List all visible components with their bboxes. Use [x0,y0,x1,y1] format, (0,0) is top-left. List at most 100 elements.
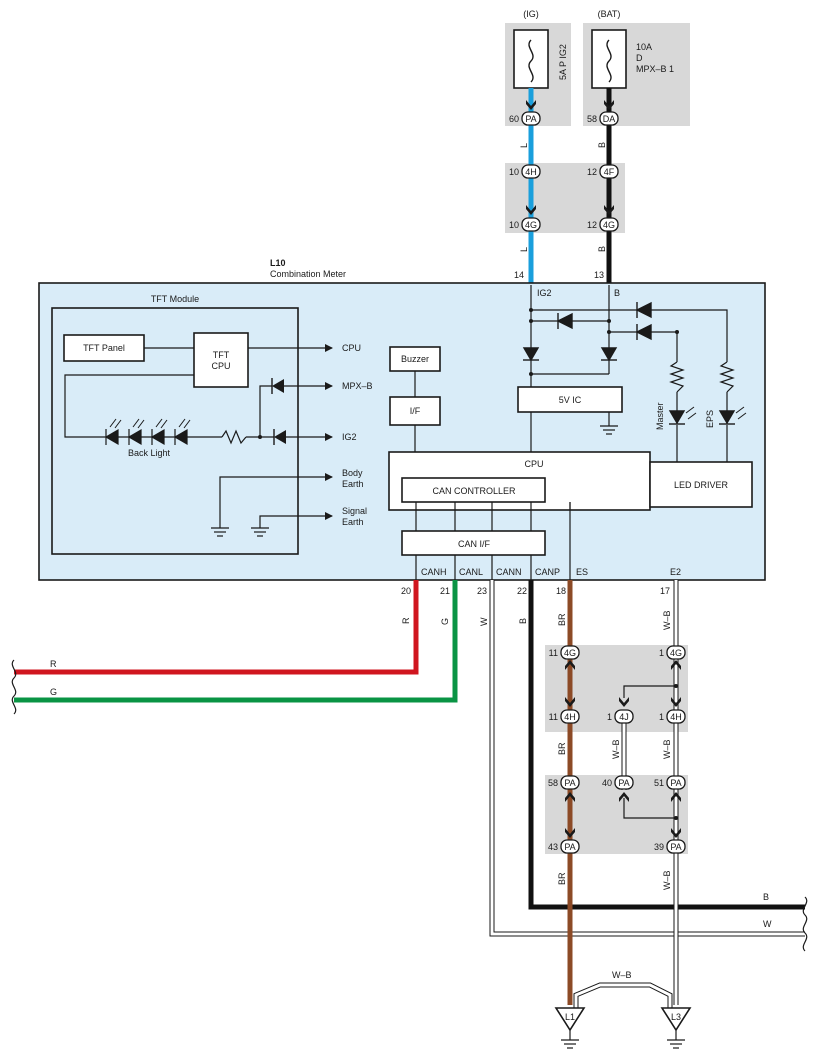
wire-color-label: W–B [662,610,672,630]
if-box [389,396,441,426]
power-input-circuit [530,285,728,462]
wire-b-lower [528,580,805,910]
wire-color-label: W [479,617,489,626]
wire-color-label: B [597,246,607,252]
led-icon [150,428,165,446]
ground-icon [667,1039,685,1049]
connector-4h [521,164,541,179]
connector-code: PA [564,842,575,852]
junction-dot [529,308,533,312]
connector-4h [666,709,686,724]
led-icon [104,428,119,446]
ground-icon [600,425,618,435]
can-controller-label: CAN CONTROLLER [432,486,516,496]
connector-code: 4F [604,167,615,177]
wire-color-label: BR [557,872,567,885]
ig-fuse-label: 5A P IG2 [558,44,568,80]
wire-color-label: W–B [612,970,632,980]
tft-panel-box [63,334,145,362]
tft-module-title: TFT Module [151,294,199,304]
terminal-es: ES [576,567,588,577]
pin-number: 58 [587,114,597,124]
pin-number: 39 [654,842,664,852]
pin-number: 21 [440,586,450,596]
buzzer-box [389,346,441,372]
pin-number: 11 [549,648,558,658]
tft-cpu-label-2: CPU [211,361,230,371]
ic-5v-box [517,386,623,413]
ground-point-l3: L3 [660,1007,692,1049]
connector-pa-ig [521,111,541,126]
led-master-label: Master [655,402,665,430]
junction-dot [607,319,611,323]
fuse-block-ig: (IG) 5A P IG2 [505,9,571,126]
diode-icon [635,323,652,341]
wire-w-outline [489,580,805,937]
diode-icon [272,379,284,393]
pin-number: 10 [509,167,519,177]
pin-number: 40 [602,778,612,788]
b-label: B [614,288,620,298]
connector-4g [521,217,541,232]
connector-4j [614,709,634,724]
signal-earth-ground-icon [251,527,269,537]
can-if-box [401,530,546,556]
connector-da-bat [599,111,619,126]
led-icon [668,410,686,425]
pin-number: 17 [660,586,670,596]
connector-code: 4H [564,712,576,722]
pin-number: 58 [548,778,558,788]
connector-code: 4G [564,648,576,658]
connector-pa [614,775,634,790]
pin-number: 1 [607,712,612,722]
body-earth-label-1: Body [342,468,363,478]
wire-wb-bridge [574,983,672,1008]
back-light-label: Back Light [128,448,171,458]
pin-number: 43 [548,842,558,852]
can-if-label: CAN I/F [458,539,491,549]
resistor-icon [669,361,685,393]
connector-4g [666,645,686,660]
connector-code: PA [525,114,536,124]
connector-code: 4H [525,167,537,177]
out-mpxb-label: MPX–B [342,381,373,391]
wire-color-label: L [519,143,529,148]
connector-4g [560,645,580,660]
led-eps-label: EPS [705,410,715,428]
if-label: I/F [410,406,421,416]
diode-icon [274,430,286,444]
led-icon [718,410,736,425]
terminal-canp: CANP [535,567,560,577]
terminal-e2: E2 [670,567,681,577]
ic-5v-label: 5V IC [559,395,582,405]
ground-l1-label: L1 [565,1012,575,1022]
fuse-icon [606,39,612,83]
pin-number: 18 [556,586,566,596]
pin-number: 23 [477,586,487,596]
pin-number: 10 [509,220,519,230]
wire-color-label: B [518,618,528,624]
wire-color-label: W–B [662,870,672,890]
connector-pa [666,839,686,854]
ig-source-label: (IG) [523,9,539,19]
backlight-leds [104,428,188,446]
wire-r [14,580,419,675]
diode-icon [600,347,618,362]
pin-number: 12 [587,167,597,177]
body-earth-ground-icon [211,527,229,537]
junction-dot [529,319,533,323]
diode-icon [522,347,540,362]
pin-number: 13 [594,270,604,280]
tft-cpu-box [193,332,249,388]
bat-fuse-name: MPX–B 1 [636,64,674,74]
tft-cpu-label-1: TFT [213,350,230,360]
body-earth-label-2: Earth [342,479,364,489]
arrow-icons [526,100,614,215]
wire-break-icons [11,659,808,952]
connector-code: PA [618,778,629,788]
wire-color-label: BR [557,742,567,755]
light-rays-icons [685,406,747,420]
connector-code: 4G [603,220,615,230]
ground-icon [561,1039,579,1049]
